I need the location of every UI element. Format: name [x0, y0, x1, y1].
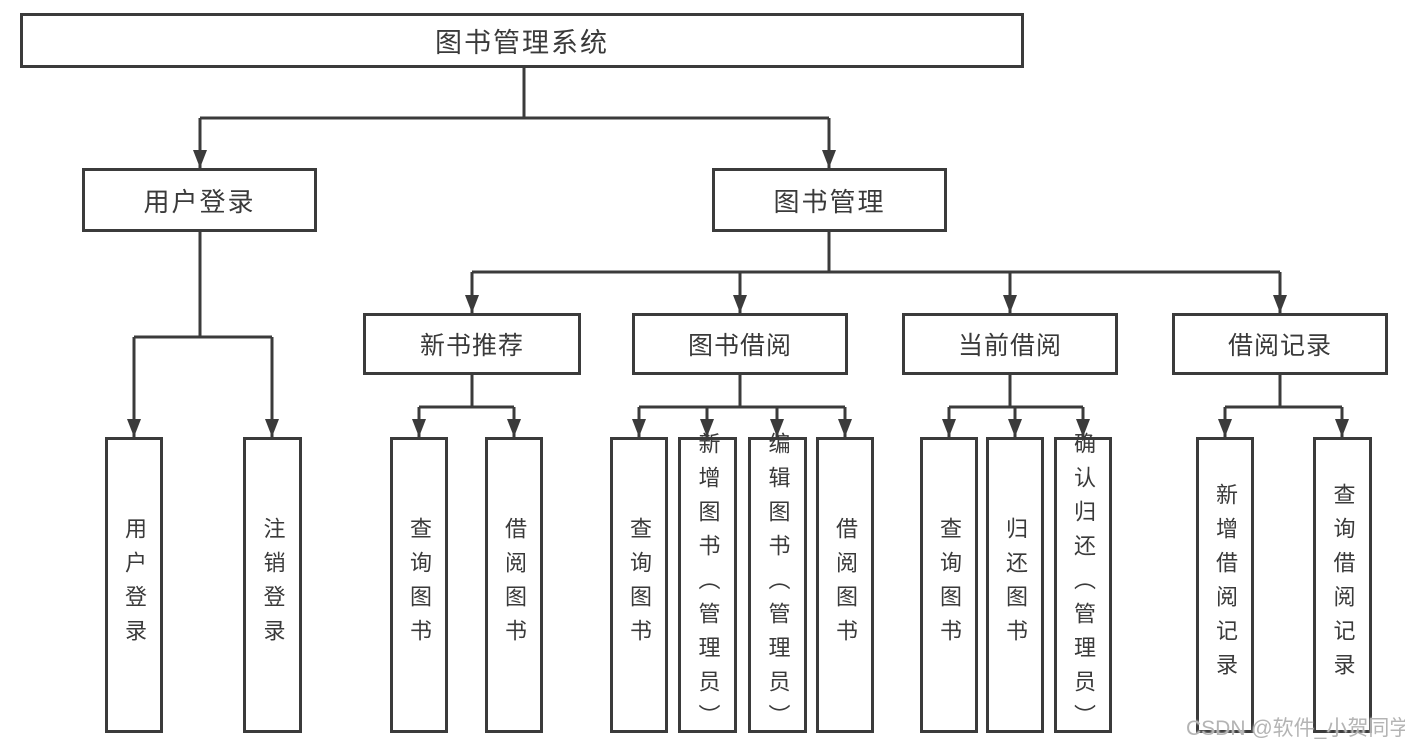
- leaf-query-books-current: 查询图书: [920, 437, 978, 733]
- leaf-query-borrow-record: 查询借阅记录: [1313, 437, 1372, 733]
- node-new-book-recommend-label: 新书推荐: [419, 332, 524, 360]
- leaf-query-books-current-label: 查询图书: [937, 517, 962, 653]
- node-book-borrow-label: 图书借阅: [687, 332, 792, 360]
- connector-root-to-level2: [193, 68, 836, 168]
- connector-book-management-children: [465, 232, 1287, 313]
- leaf-query-borrow-record-label: 查询借阅记录: [1330, 483, 1356, 687]
- leaf-edit-book-admin: 编辑图书（管理员）: [748, 432, 807, 738]
- leaf-add-book-admin-label: 新增图书（管理员）: [695, 432, 721, 738]
- node-library-system: 图书管理系统: [20, 13, 1024, 68]
- leaf-borrow-books-recommend-label: 借阅图书: [502, 517, 527, 653]
- leaf-borrow-books-recommend: 借阅图书: [485, 437, 543, 733]
- node-borrow-records: 借阅记录: [1172, 313, 1388, 375]
- watermark: CSDN @软件_小贺同学: [1186, 717, 1405, 740]
- connector-new-book-children: [412, 375, 521, 437]
- leaf-query-books-borrow: 查询图书: [610, 437, 668, 733]
- leaf-query-books-recommend-label: 查询图书: [407, 517, 432, 653]
- leaf-return-book-label: 归还图书: [1003, 517, 1028, 653]
- leaf-logout-label: 注销登录: [260, 517, 286, 653]
- connector-book-borrow-children: [632, 375, 852, 437]
- connector-user-login-children: [127, 232, 279, 437]
- leaf-query-books-borrow-label: 查询图书: [627, 517, 652, 653]
- node-current-borrow-label: 当前借阅: [957, 332, 1062, 360]
- node-library-system-label: 图书管理系统: [435, 28, 609, 58]
- leaf-edit-book-admin-label: 编辑图书（管理员）: [765, 432, 791, 738]
- leaf-query-books-recommend: 查询图书: [390, 437, 448, 733]
- leaf-borrow-books-borrow: 借阅图书: [816, 437, 874, 733]
- leaf-add-borrow-record: 新增借阅记录: [1196, 437, 1254, 733]
- node-book-management-label: 图书管理: [773, 186, 886, 217]
- leaf-user-login: 用户登录: [105, 437, 163, 733]
- connector-current-borrow-children: [942, 375, 1090, 437]
- leaf-return-book: 归还图书: [986, 437, 1044, 733]
- node-borrow-records-label: 借阅记录: [1227, 332, 1332, 360]
- leaf-logout: 注销登录: [243, 437, 302, 733]
- leaf-confirm-return-admin: 确认归还（管理员）: [1054, 432, 1112, 738]
- node-current-borrow: 当前借阅: [902, 313, 1118, 375]
- node-book-management: 图书管理: [712, 168, 947, 232]
- leaf-confirm-return-admin-label: 确认归还（管理员）: [1071, 432, 1096, 738]
- leaf-add-borrow-record-label: 新增借阅记录: [1213, 483, 1238, 687]
- leaf-add-book-admin: 新增图书（管理员）: [678, 432, 737, 738]
- node-new-book-recommend: 新书推荐: [363, 313, 581, 375]
- node-user-login: 用户登录: [82, 168, 317, 232]
- connector-borrow-records-children: [1218, 375, 1349, 437]
- node-book-borrow: 图书借阅: [632, 313, 848, 375]
- leaf-borrow-books-borrow-label: 借阅图书: [833, 517, 858, 653]
- node-user-login-label: 用户登录: [143, 186, 256, 217]
- leaf-user-login-label: 用户登录: [122, 517, 147, 653]
